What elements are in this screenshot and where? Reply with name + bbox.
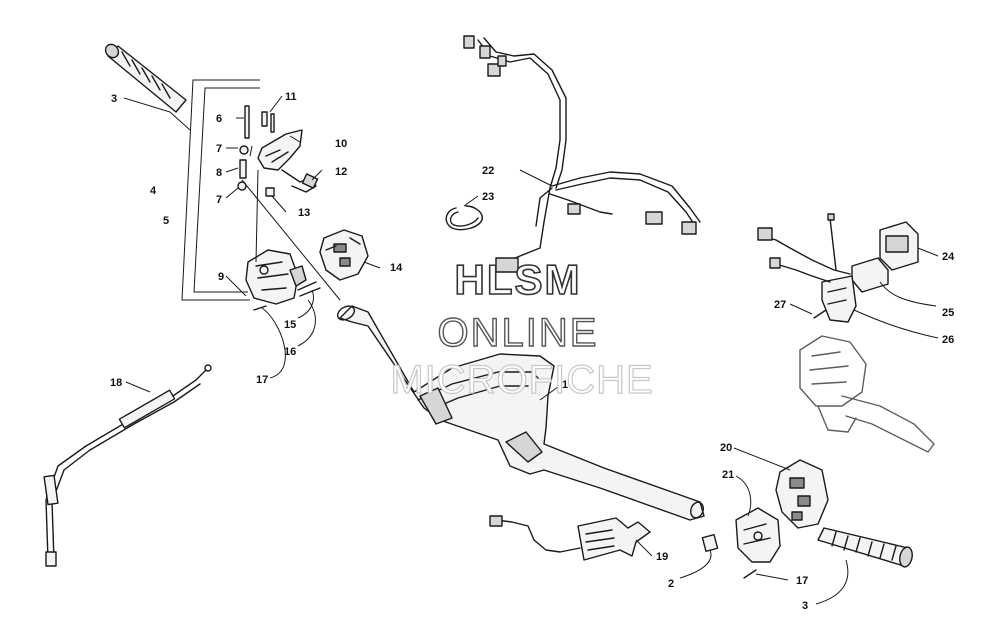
callout-5: 5 — [163, 215, 169, 227]
callout-12: 12 — [335, 166, 347, 178]
callout-10: 10 — [335, 138, 347, 150]
washer-7a — [239, 145, 249, 155]
handlebar-1 — [336, 305, 705, 521]
callout-3a: 3 — [111, 93, 117, 105]
pin-11a — [261, 111, 268, 127]
switch-20 — [775, 459, 829, 529]
callout-7a: 7 — [216, 143, 222, 155]
right-switch-group — [757, 213, 919, 323]
left-switch-14 — [319, 229, 369, 281]
callout-labels: 3 4 5 6 7 8 7 9 11 10 12 13 14 15 16 17 … — [110, 91, 955, 612]
clip-13 — [265, 187, 275, 197]
callout-17b: 17 — [796, 575, 808, 587]
washer-7b — [237, 181, 247, 191]
callout-7b: 7 — [216, 194, 222, 206]
bushing-8 — [239, 159, 247, 179]
left-grip — [104, 43, 187, 113]
clamp-23 — [445, 205, 483, 231]
heater-element-19 — [489, 515, 651, 561]
brake-lever-hardware — [237, 105, 319, 197]
callout-20: 20 — [720, 442, 732, 454]
callout-13: 13 — [298, 207, 310, 219]
callout-11: 11 — [285, 91, 297, 103]
callout-23: 23 — [482, 191, 494, 203]
callout-15: 15 — [284, 319, 296, 331]
callout-26: 26 — [942, 334, 954, 346]
callout-24: 24 — [942, 251, 955, 263]
callout-3b: 3 — [802, 600, 808, 612]
callout-21: 21 — [722, 469, 734, 481]
callout-19: 19 — [656, 551, 668, 563]
wiring-harness-22 — [463, 35, 701, 273]
watermark-line2: ONLINE — [438, 311, 599, 355]
callout-16: 16 — [284, 346, 296, 358]
leaders-left — [169, 111, 341, 301]
callout-4: 4 — [150, 185, 157, 197]
throttle-cable-18 — [43, 364, 212, 567]
callout-2: 2 — [668, 578, 674, 590]
assembly-bracket-lines — [181, 79, 260, 301]
callout-27: 27 — [774, 299, 786, 311]
callout-22: 22 — [482, 165, 494, 177]
switch-25 — [851, 257, 889, 293]
callout-1: 1 — [562, 379, 568, 391]
watermark-line1: HLSM — [455, 256, 582, 303]
callout-9: 9 — [218, 271, 224, 283]
pin-11b — [270, 113, 275, 133]
screw-17b — [743, 569, 757, 579]
watermark-line3: MICROFICHE — [390, 358, 653, 402]
watermark: HLSM ONLINE MICROFICHE — [390, 255, 654, 402]
callout-6: 6 — [216, 113, 222, 125]
callout-17a: 17 — [256, 374, 268, 386]
bracket-26 — [821, 275, 857, 323]
callout-14: 14 — [390, 262, 403, 274]
screw-17a — [253, 305, 267, 311]
callout-8: 8 — [216, 167, 222, 179]
leader-lines — [123, 95, 939, 605]
right-switch-20-21 — [735, 459, 829, 579]
bar-end-2 — [701, 533, 719, 553]
screw-27 — [813, 309, 827, 319]
callout-18: 18 — [110, 377, 122, 389]
callout-25: 25 — [942, 307, 954, 319]
housing-21 — [735, 507, 781, 563]
right-grip — [817, 527, 913, 568]
ghost-lever-assembly — [799, 335, 935, 453]
left-housing-9 — [245, 249, 321, 311]
pin-6 — [244, 105, 250, 139]
screw-15 — [297, 281, 321, 297]
